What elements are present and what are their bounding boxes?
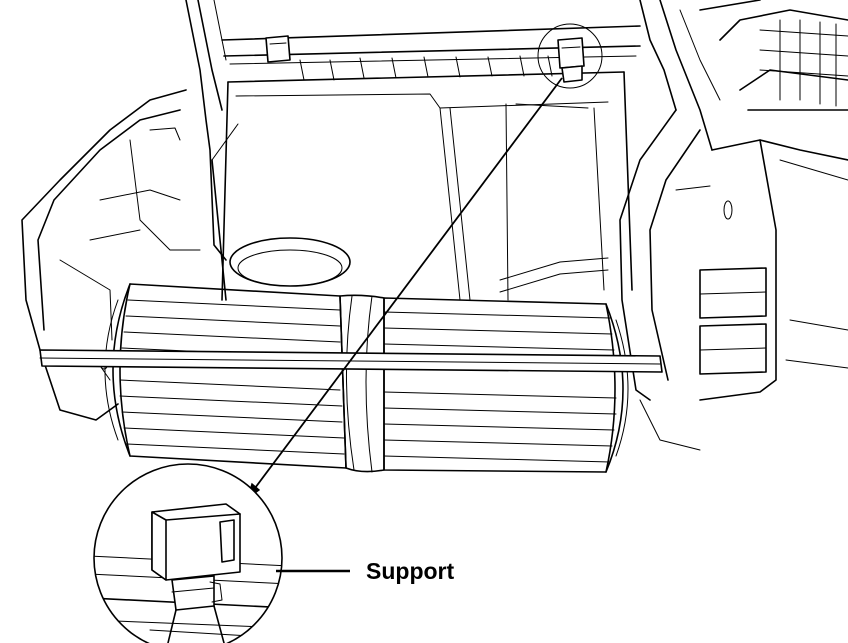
support-label: Support (366, 558, 454, 584)
support-callout: Support (276, 558, 454, 584)
zoom-inset (93, 463, 283, 643)
inner-chamber (211, 71, 633, 301)
left-housing (21, 89, 201, 421)
right-housing (619, 109, 848, 451)
upper-frame (185, 0, 848, 261)
brush-rollers (39, 283, 663, 473)
